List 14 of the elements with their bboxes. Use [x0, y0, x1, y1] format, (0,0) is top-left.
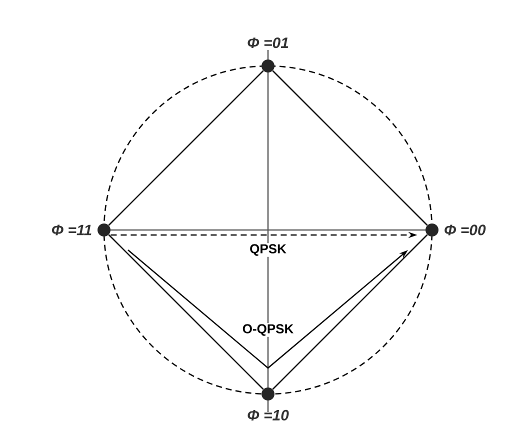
edge-label: QPSK [248, 243, 288, 257]
square-side [272, 70, 428, 226]
square-side [108, 234, 264, 390]
phase-label: Φ =01 [248, 37, 288, 48]
dot [98, 224, 110, 236]
dot [426, 224, 438, 236]
phase-label: Φ =10 [248, 410, 289, 421]
square-side [272, 234, 428, 390]
edge-label: O-QPSK [241, 323, 295, 337]
dot [262, 60, 274, 72]
phase-label: Φ =00 [444, 224, 486, 236]
square-side [108, 70, 264, 226]
dot [262, 388, 274, 400]
phase-label: Φ =11 [52, 224, 92, 236]
